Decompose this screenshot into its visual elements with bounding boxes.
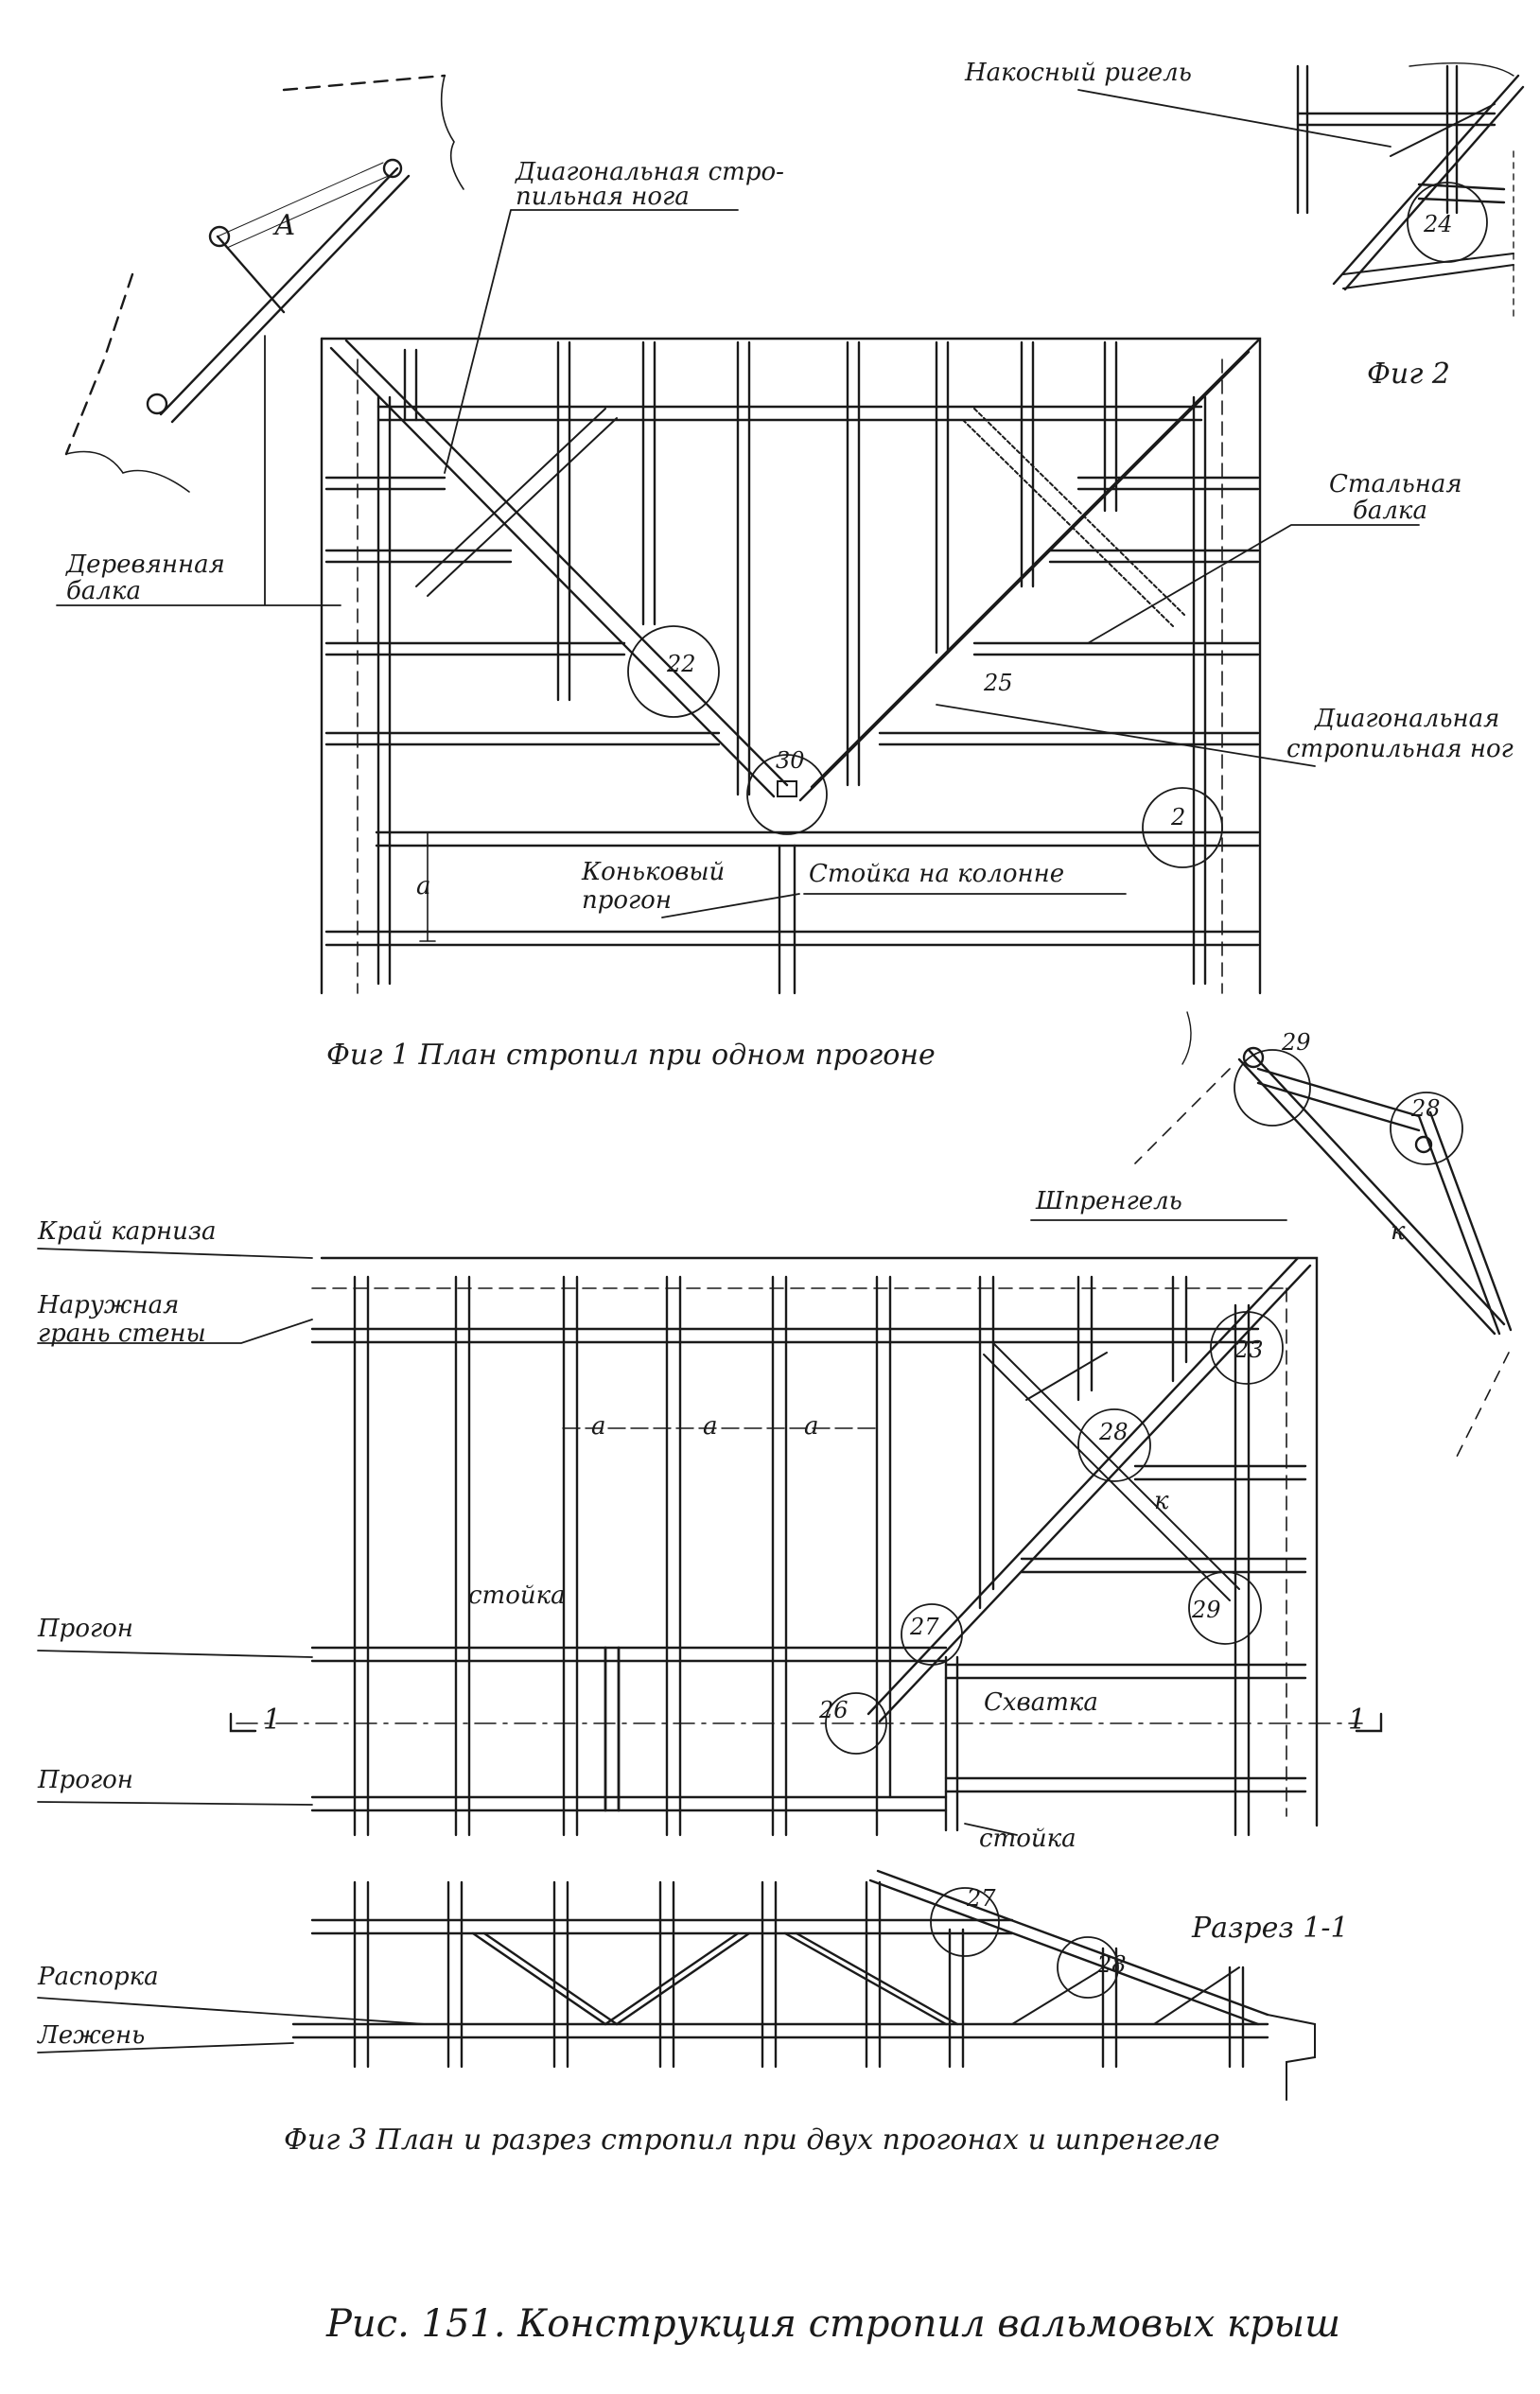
- label-wooden-beam2: балка: [66, 577, 141, 605]
- section-mark-left: 1: [263, 1704, 281, 1737]
- label-post-on-column: Стойка на колонне: [809, 860, 1064, 888]
- label-dim-k-detail: к: [1391, 1217, 1406, 1246]
- fig1-detail-a: [64, 74, 464, 493]
- label-dim-a-3: а: [804, 1412, 819, 1441]
- fig1-caption: Фиг 1 План стропил при одном прогоне: [326, 1039, 936, 1072]
- label-clamp: Схватка: [984, 1688, 1098, 1717]
- callout-28-section: 28: [1096, 1951, 1127, 1978]
- label-purlin-1: Прогон: [37, 1615, 133, 1643]
- label-eave-edge: Край карниза: [37, 1217, 217, 1246]
- label-steel-beam: Стальная: [1329, 470, 1462, 498]
- label-dim-a-1: а: [591, 1412, 606, 1441]
- figure-caption: Рис. 151. Конструкция стропил вальмовых …: [325, 2302, 1340, 2346]
- label-diagonal-leg-top: Диагональная стро-: [515, 158, 784, 186]
- callout-23: 23: [1234, 1337, 1264, 1363]
- section-title: Разрез 1-1: [1191, 1912, 1349, 1945]
- label-outer-wall: Наружная: [37, 1291, 179, 1319]
- label-steel-beam2: балка: [1353, 497, 1427, 525]
- callout-28: 28: [1098, 1419, 1129, 1445]
- label-dim-a-2: а: [703, 1412, 718, 1441]
- label-detail-a: А: [272, 209, 296, 242]
- label-hip-rafter: Накосный ригель: [964, 59, 1192, 87]
- label-purlin-2: Прогон: [37, 1766, 133, 1794]
- label-ridge-purlin2: прогон: [582, 886, 672, 915]
- label-wooden-beam: Деревянная: [65, 550, 225, 579]
- callout-30: 30: [776, 747, 805, 774]
- callout-24: 24: [1423, 211, 1453, 237]
- callout-29: 29: [1191, 1597, 1221, 1623]
- fig3-texts: Край карниза Наружная грань стены Прогон…: [36, 1029, 1441, 2157]
- fig1-plan: [56, 209, 1420, 995]
- label-sprengel: Шпренгель: [1035, 1187, 1182, 1215]
- callout-2: 2: [1170, 804, 1185, 830]
- label-diagonal-leg-right2: стропильная ног: [1286, 735, 1514, 763]
- label-ridge-purlin: Коньковый: [581, 858, 725, 886]
- label-outer-wall2: грань стены: [38, 1319, 206, 1348]
- label-dim-a: а: [416, 872, 431, 900]
- label-post-2: стойка: [979, 1825, 1076, 1853]
- callout-22: 22: [666, 651, 696, 677]
- fig1-texts: Диагональная стро- пильная нога Деревянн…: [65, 158, 1514, 1072]
- section-1-1: [37, 1869, 1316, 2101]
- label-strut: Распорка: [37, 1963, 159, 1991]
- section-mark-right: 1: [1348, 1704, 1366, 1737]
- fig3-detail-28: [1134, 1011, 1513, 1458]
- label-post-1: стойка: [468, 1581, 566, 1610]
- callout-27-section: 27: [966, 1885, 996, 1912]
- label-sill: Лежень: [36, 2021, 145, 2050]
- callout-27: 27: [909, 1614, 939, 1640]
- label-dim-k: к: [1154, 1487, 1169, 1515]
- callout-26: 26: [818, 1697, 849, 1723]
- fig2-detail: [1077, 61, 1525, 323]
- callout-29-detail: 29: [1281, 1029, 1311, 1056]
- fig2-texts: Накосный ригель 24 Фиг 2: [964, 59, 1453, 391]
- label-diagonal-leg-right: Диагональная: [1314, 705, 1499, 733]
- callout-28-detail: 28: [1410, 1095, 1441, 1122]
- label-diagonal-leg-top2: пильная нога: [516, 183, 690, 211]
- callout-25: 25: [983, 670, 1013, 696]
- fig2-caption: Фиг 2: [1367, 358, 1450, 391]
- fig3-plan: [37, 1219, 1383, 1837]
- fig3-caption: Фиг 3 План и разрез стропил при двух про…: [284, 2123, 1220, 2157]
